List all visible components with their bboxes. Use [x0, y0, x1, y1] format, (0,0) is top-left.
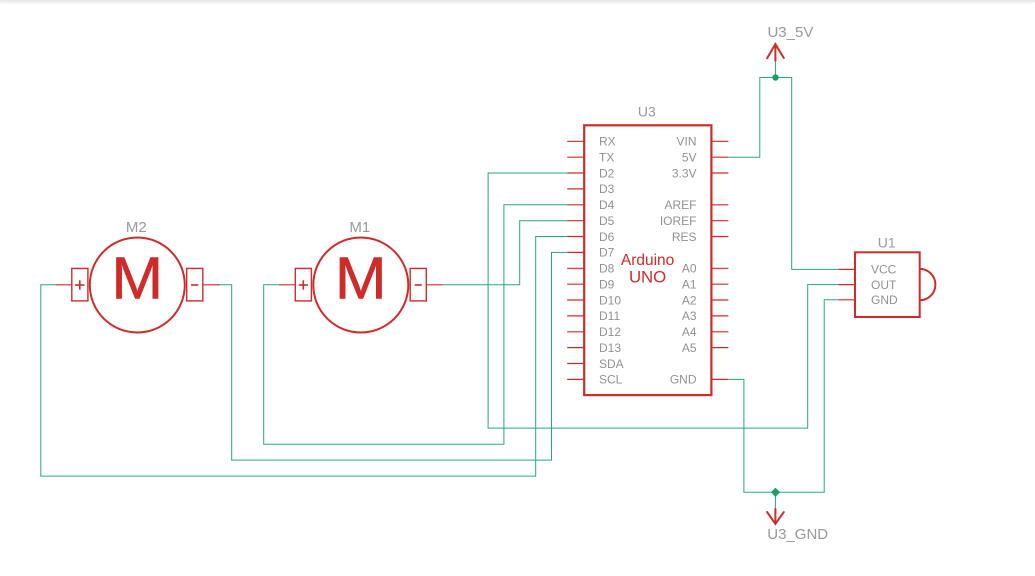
- svg-text:D6: D6: [599, 230, 615, 244]
- svg-text:A4: A4: [682, 325, 697, 339]
- svg-text:RX: RX: [599, 135, 616, 149]
- svg-text:SDA: SDA: [599, 357, 624, 371]
- svg-text:TX: TX: [599, 151, 614, 165]
- svg-text:M: M: [335, 245, 387, 311]
- svg-text:D4: D4: [599, 198, 615, 212]
- svg-text:D9: D9: [599, 278, 615, 292]
- svg-text:M2: M2: [126, 219, 147, 236]
- svg-text:U3: U3: [638, 103, 656, 119]
- svg-text:IOREF: IOREF: [660, 214, 697, 228]
- svg-text:D13: D13: [599, 341, 621, 355]
- svg-text:VCC: VCC: [871, 263, 897, 277]
- svg-text:M1: M1: [349, 219, 370, 236]
- svg-text:UNO: UNO: [629, 268, 666, 287]
- svg-text:AREF: AREF: [664, 198, 696, 212]
- svg-text:A2: A2: [682, 293, 697, 307]
- svg-text:D7: D7: [599, 246, 615, 260]
- svg-text:D2: D2: [599, 166, 615, 180]
- svg-text:A1: A1: [682, 278, 697, 292]
- svg-text:RES: RES: [672, 230, 697, 244]
- svg-text:SCL: SCL: [599, 373, 623, 387]
- svg-text:U3_GND: U3_GND: [767, 526, 828, 543]
- svg-text:U1: U1: [878, 235, 896, 251]
- svg-text:GND: GND: [871, 293, 898, 307]
- svg-text:5V: 5V: [682, 151, 697, 165]
- svg-text:A3: A3: [682, 309, 697, 323]
- svg-text:3.3V: 3.3V: [672, 166, 697, 180]
- svg-text:VIN: VIN: [676, 135, 696, 149]
- svg-text:OUT: OUT: [871, 278, 897, 292]
- svg-text:U3_5V: U3_5V: [767, 24, 813, 41]
- svg-text:D10: D10: [599, 293, 621, 307]
- svg-text:D12: D12: [599, 325, 621, 339]
- svg-text:Arduino: Arduino: [621, 252, 674, 269]
- svg-text:D3: D3: [599, 182, 615, 196]
- svg-text:M: M: [111, 245, 163, 311]
- svg-text:A5: A5: [682, 341, 697, 355]
- svg-text:A0: A0: [682, 262, 697, 276]
- svg-text:D5: D5: [599, 214, 615, 228]
- svg-text:GND: GND: [670, 373, 697, 387]
- svg-text:D11: D11: [599, 309, 620, 323]
- svg-text:D8: D8: [599, 262, 615, 276]
